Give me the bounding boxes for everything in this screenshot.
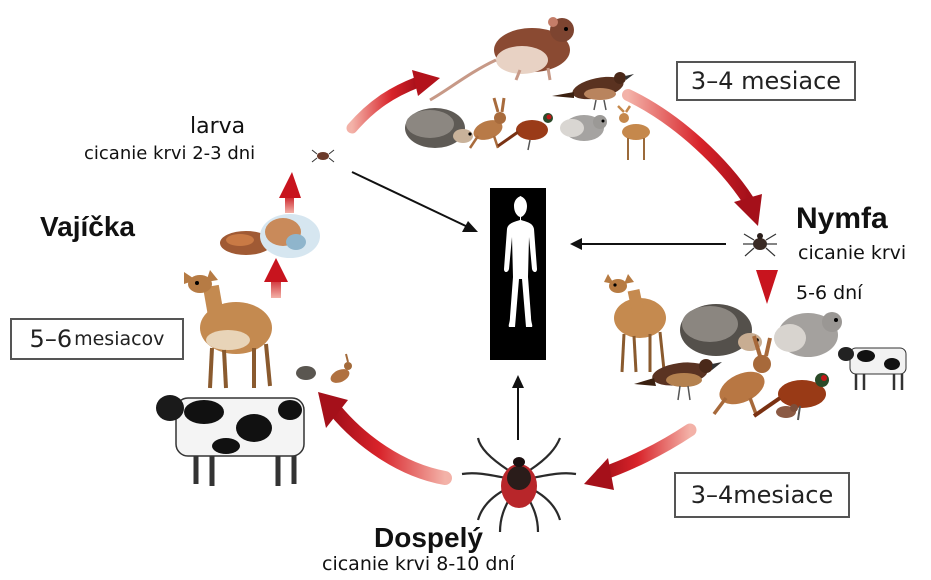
bird-icon <box>634 359 722 400</box>
arrow-larva-to-human <box>352 172 478 232</box>
duration-larva-to-nymph: 3–4 mesiace <box>691 67 841 95</box>
nymph-title: Nymfa <box>796 202 888 236</box>
egg-cluster-icon <box>220 214 320 258</box>
hare-icon <box>328 354 352 386</box>
human-silhouette-icon <box>490 188 546 360</box>
arrow-adult-to-human <box>512 375 524 440</box>
squirrel-icon <box>560 115 607 141</box>
arrow-host-to-nymph <box>628 95 762 226</box>
mouse-icon <box>776 404 798 418</box>
deer-icon <box>184 270 272 388</box>
arrow-nymph-to-human <box>570 238 726 250</box>
duration-box-nymph-to-adult: 3–4mesiace <box>674 472 850 518</box>
larva-feeding-detail: cicanie krvi 2-3 dni <box>84 143 255 164</box>
arrow-eggs-to-larva <box>279 172 301 213</box>
tick-icon <box>312 150 334 162</box>
arrow-host-to-eggs <box>264 258 288 298</box>
arrow-adult-to-host <box>318 392 445 478</box>
adult-title: Dospelý <box>374 522 483 554</box>
nymph-feeding-detail: cicanie krvi <box>798 242 906 264</box>
hedgehog-icon <box>296 366 316 380</box>
hare-icon <box>470 98 506 148</box>
hedgehog-icon <box>405 108 473 148</box>
cow-icon <box>838 347 906 390</box>
bird-icon <box>552 72 634 110</box>
eggs-title: Vajíčka <box>40 211 135 243</box>
tick-icon <box>743 233 777 256</box>
duration-eggs-to-larva-unit: mesiacov <box>74 328 164 350</box>
duration-nymph-to-adult: 3–4mesiace <box>691 481 834 509</box>
pheasant-icon <box>498 113 553 150</box>
mouse-icon <box>430 17 574 100</box>
deer-icon <box>618 106 650 160</box>
deer-icon <box>604 274 666 372</box>
duration-box-eggs-to-larva: 5–6 mesiacov <box>10 318 184 360</box>
larva-title: larva <box>190 114 245 139</box>
adult-feeding-detail: cicanie krvi 8-10 dní <box>322 553 515 575</box>
squirrel-icon <box>774 312 842 357</box>
tick-icon <box>462 438 576 532</box>
nymph-feeding-days: 5-6 dní <box>796 282 862 304</box>
hedgehog-icon <box>680 304 762 356</box>
duration-eggs-to-larva-number: 5–6 <box>30 325 73 353</box>
cow-icon <box>156 395 304 486</box>
arrow-nymph-down <box>756 270 778 304</box>
duration-box-larva-to-nymph: 3–4 mesiace <box>676 61 856 101</box>
